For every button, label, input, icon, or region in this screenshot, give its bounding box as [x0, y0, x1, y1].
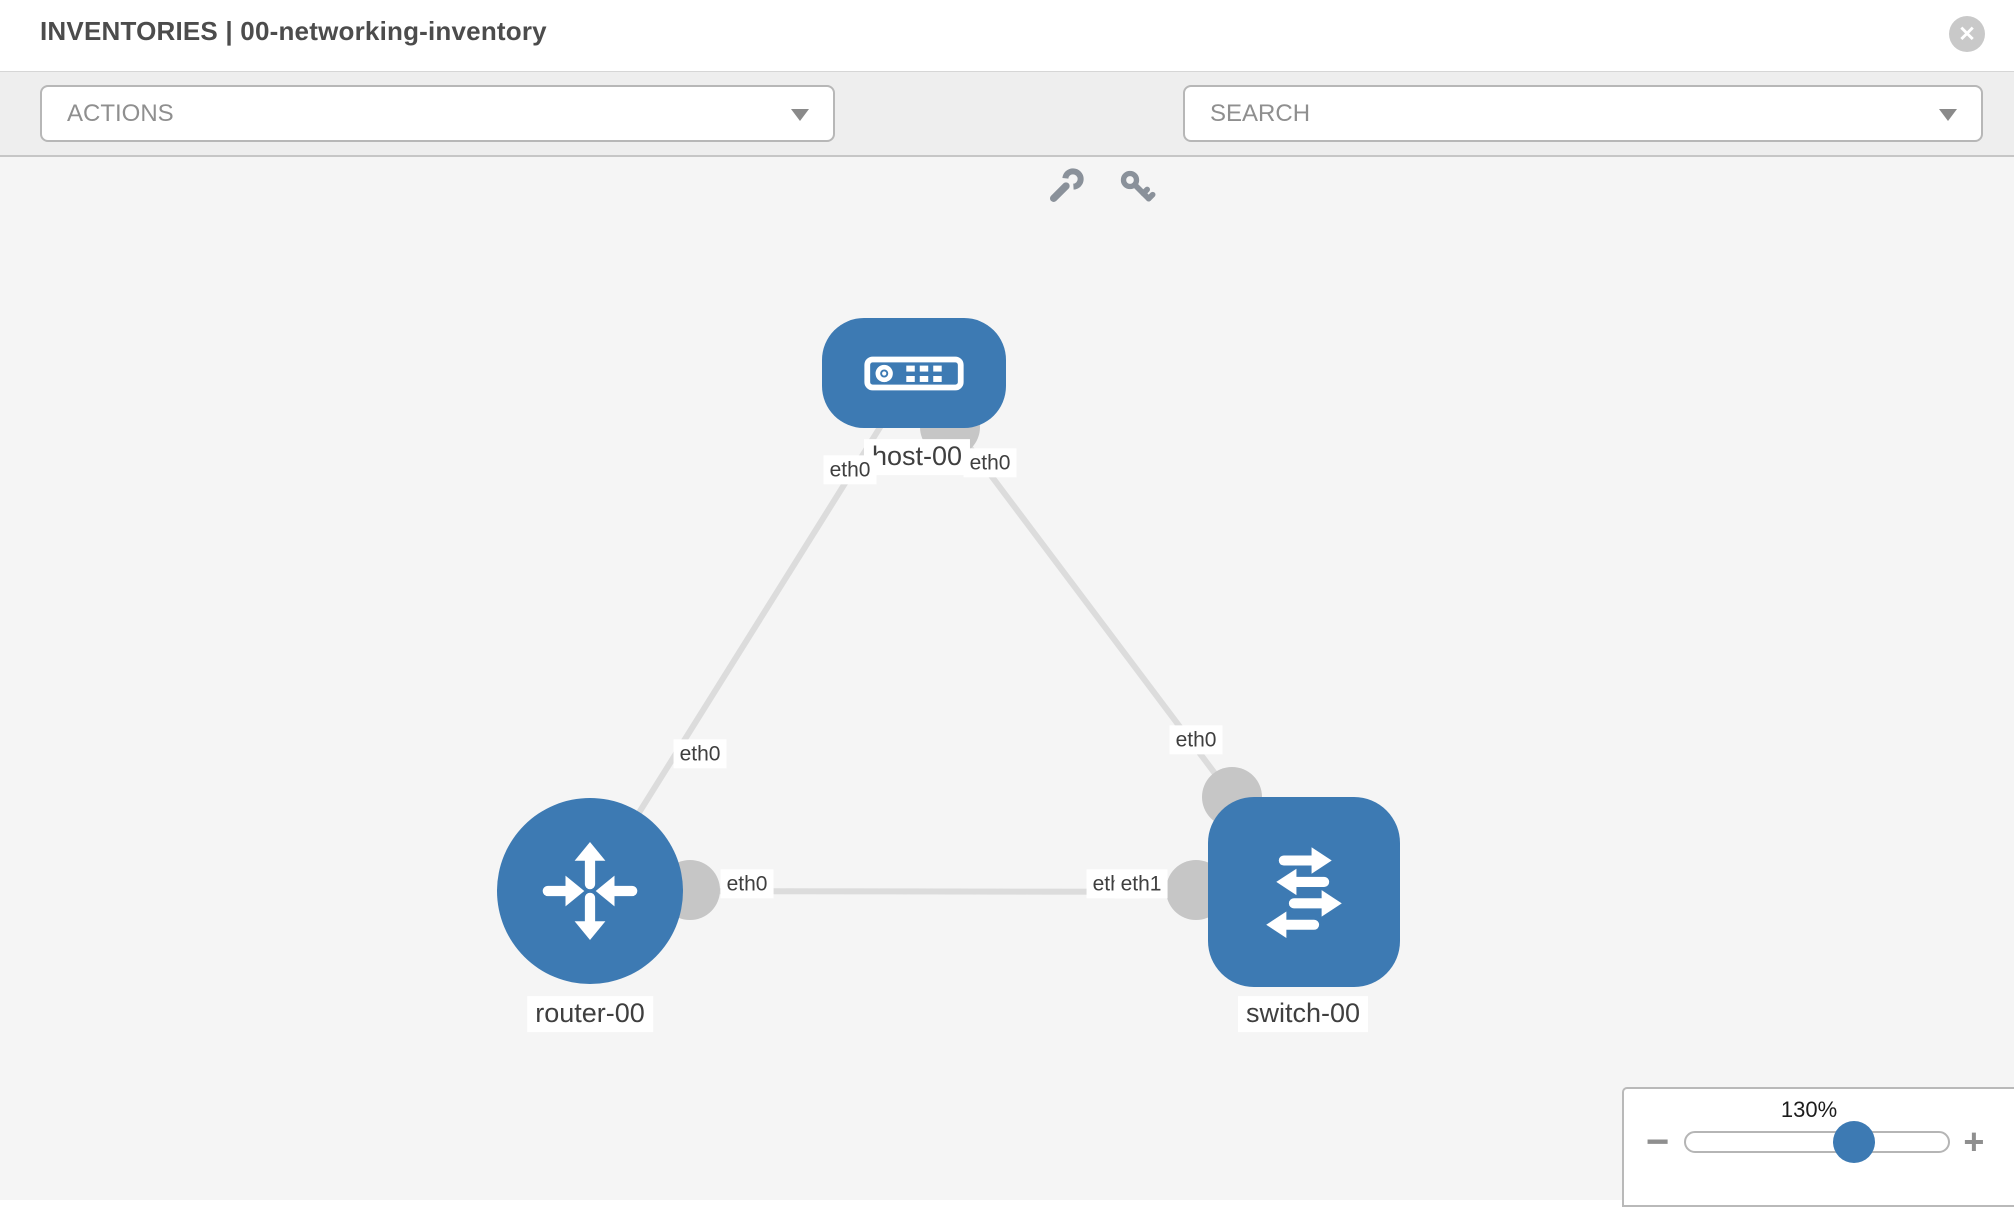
zoom-in-button[interactable]: +: [1963, 1121, 1985, 1162]
header: INVENTORIES | 00-networking-inventory ✕: [0, 0, 2014, 72]
node-label-router-00: router-00: [527, 996, 653, 1032]
node-label-switch-00: switch-00: [1237, 996, 1369, 1032]
switch-icon: [1266, 847, 1342, 938]
search-dropdown[interactable]: SEARCH: [1183, 85, 1983, 142]
interface-label: eth0: [823, 455, 877, 485]
zoom-panel: 130% − +: [1622, 1087, 2014, 1207]
interface-label: eth0: [1169, 725, 1223, 755]
interface-label: eth0: [673, 739, 727, 769]
wrench-icon[interactable]: [1046, 166, 1086, 211]
search-dropdown-label: SEARCH: [1210, 99, 1311, 127]
zoom-out-button[interactable]: −: [1646, 1120, 1670, 1164]
topology-canvas[interactable]: host-00 router-00 switch-00 eth0 eth0 eth0 eth…: [0, 157, 2014, 1200]
interface-label: eth0: [720, 869, 774, 899]
caret-down-icon: [791, 108, 809, 121]
zoom-value-label: 130%: [1780, 1097, 1838, 1122]
zoom-slider-track[interactable]: [1684, 1121, 1951, 1163]
actions-dropdown-label: ACTIONS: [67, 99, 174, 127]
zoom-slider-thumb[interactable]: [1833, 1121, 1876, 1163]
caret-down-icon: [1939, 108, 1957, 121]
node-router-00[interactable]: [497, 798, 683, 984]
router-icon: [542, 841, 638, 941]
interface-label: eth1: [1114, 869, 1168, 899]
node-switch-00[interactable]: [1208, 797, 1400, 987]
close-icon[interactable]: ✕: [1949, 16, 1985, 52]
toolbar: ACTIONS SEARCH: [0, 72, 2014, 202]
zoom-slider-row: − +: [1624, 1120, 2014, 1164]
page-title: INVENTORIES | 00-networking-inventory: [40, 16, 547, 46]
actions-dropdown[interactable]: ACTIONS: [40, 85, 835, 142]
interface-label: eth0: [963, 448, 1017, 478]
node-host-00[interactable]: [822, 318, 1006, 428]
key-icon[interactable]: [1116, 166, 1156, 211]
host-icon: [864, 356, 964, 390]
node-label-host-00: host-00: [863, 439, 971, 475]
